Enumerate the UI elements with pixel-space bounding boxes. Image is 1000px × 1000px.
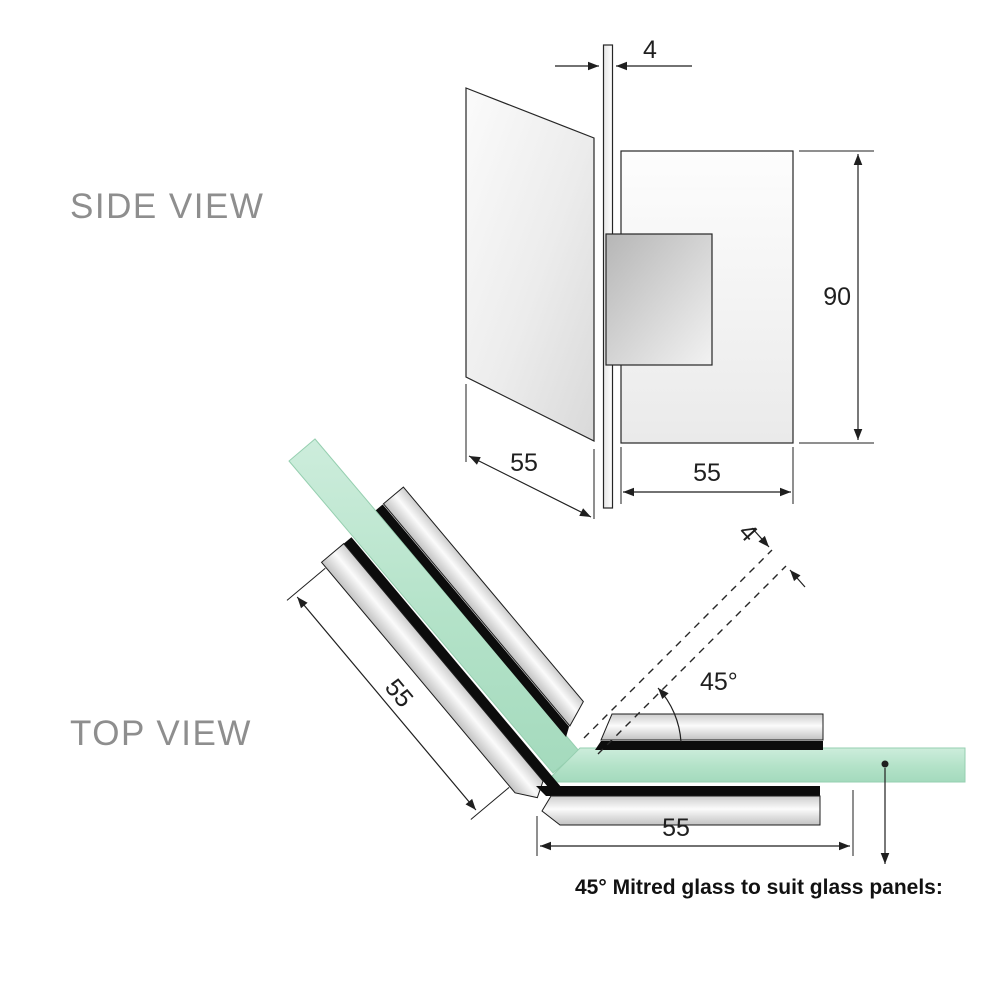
mitre-dashed-line-2 — [597, 565, 787, 755]
dim-horizontal-plate-length: 55 — [536, 790, 854, 856]
dim-horizontal-plate-length-value: 55 — [662, 814, 690, 842]
top-view-horizontal-hinge-leaf — [536, 713, 824, 826]
dim-55c-line — [296, 596, 477, 811]
callout-dot — [881, 760, 889, 768]
dim-glass-thickness: 4 — [555, 36, 692, 71]
dim-mitre-gap-value: 4 — [733, 518, 763, 547]
dim-diagonal-plate-length-value: 55 — [379, 674, 418, 713]
side-view-drawing: 4 90 55 55 — [465, 36, 874, 519]
dim-plate-height-value: 90 — [823, 283, 851, 311]
horizontal-gasket-outer — [595, 741, 823, 750]
top-view-drawing: 55 4 45° 55 — [286, 438, 966, 899]
horizontal-plate-outer — [600, 713, 824, 741]
dim-glass-depth: 55 — [465, 384, 595, 519]
side-view-glass-panel — [465, 87, 595, 442]
dim-plate-width: 55 — [620, 447, 794, 504]
dim-glass-depth-value: 55 — [510, 449, 538, 477]
top-view-horizontal-glass — [544, 747, 966, 783]
dim-mitre-angle-value: 45° — [700, 668, 738, 696]
horizontal-gasket-inner — [536, 786, 820, 796]
dim-55c-ext-right — [470, 786, 510, 820]
dim-glass-thickness-value: 4 — [643, 36, 657, 64]
dim-55c-ext-left — [286, 567, 326, 601]
side-view-hinge-knuckle — [605, 233, 713, 366]
dim-plate-width-value: 55 — [693, 459, 721, 487]
glass-panel-callout — [880, 760, 890, 864]
dim-4-arrow-upper — [751, 527, 770, 548]
mitre-dashed-line-1 — [583, 549, 773, 739]
top-view-label: TOP VIEW — [70, 714, 252, 753]
horizontal-plate-inner — [541, 795, 821, 826]
top-view-diagonal-hinge-leaf: 55 — [286, 486, 584, 820]
dim-mitre-angle: 45° — [657, 668, 738, 743]
angle-arc — [657, 687, 682, 743]
side-view-label: SIDE VIEW — [70, 187, 264, 226]
mitred-glass-note: 45° Mitred glass to suit glass panels: — [575, 876, 943, 899]
dim-55a-line — [468, 455, 592, 518]
dim-4-arrow-lower — [789, 569, 806, 588]
diagonal-plate-outer — [382, 486, 584, 727]
dim-plate-height: 90 — [799, 150, 874, 444]
